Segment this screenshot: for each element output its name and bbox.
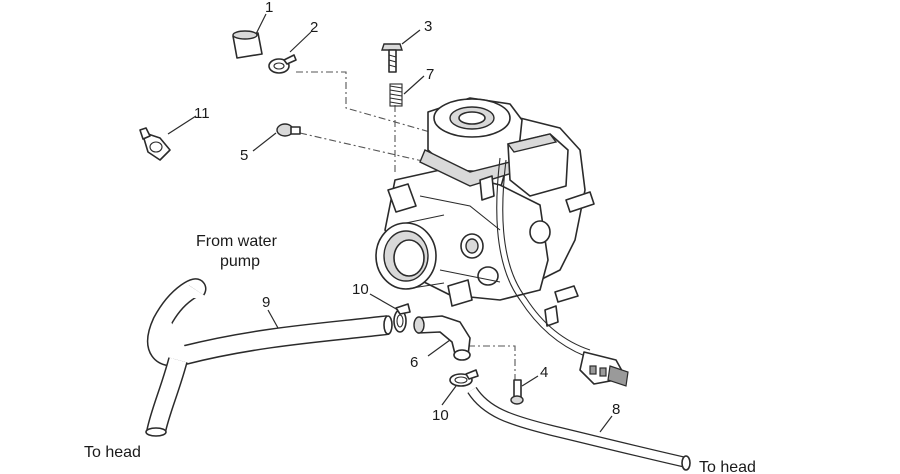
hose-from-water-pump: [145, 278, 393, 437]
hose-to-head: [467, 386, 691, 471]
clip-part: [139, 127, 171, 161]
cap-part: [232, 30, 263, 59]
clamp-part-10-upper: [393, 303, 411, 333]
small-screw-part: [276, 123, 301, 137]
elbow-fitting: [413, 315, 471, 361]
callout-9: 9: [262, 294, 270, 311]
to-head-label-left: To head: [84, 444, 141, 461]
callout-2: 2: [310, 19, 318, 36]
text-labels: From water pump To head To head: [84, 233, 756, 474]
from-water-label-line2: pump: [220, 253, 260, 270]
leader-lines: [167, 13, 613, 433]
carburettor-body: [375, 97, 595, 327]
wire-harness: [496, 157, 629, 387]
lower-screw-part: [510, 379, 524, 405]
callout-numbers: 1 2 3 7 11 5 10 9 6 4 10 8: [194, 0, 620, 424]
to-head-label-right: To head: [699, 459, 756, 474]
callout-8: 8: [612, 401, 620, 418]
from-water-label-line1: From water: [196, 233, 278, 250]
callout-7: 7: [426, 66, 434, 83]
screw-part: [381, 43, 403, 73]
callout-5: 5: [240, 147, 248, 164]
callout-3: 3: [424, 18, 432, 35]
clamp-part-2: [268, 54, 297, 74]
callout-10-lower: 10: [432, 407, 449, 424]
callout-4: 4: [540, 364, 548, 381]
callout-6: 6: [410, 354, 418, 371]
callout-10-upper: 10: [352, 281, 369, 298]
callout-11: 11: [194, 105, 210, 122]
callout-1: 1: [265, 0, 273, 16]
spring-part: [389, 83, 403, 107]
clamp-part-10-lower: [449, 369, 479, 387]
